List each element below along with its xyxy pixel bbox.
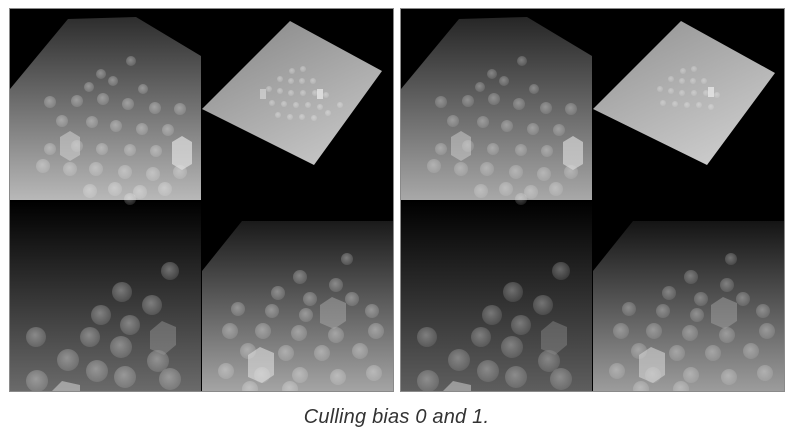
- render-panel-left: [9, 8, 394, 392]
- render-panel-right: [400, 8, 785, 392]
- bottom-left-view: [401, 201, 592, 391]
- figure-caption: Culling bias 0 and 1.: [303, 406, 490, 428]
- bottom-left-view: [10, 201, 201, 391]
- depth-quad-render: [401, 9, 784, 391]
- depth-quad-render: [10, 9, 393, 391]
